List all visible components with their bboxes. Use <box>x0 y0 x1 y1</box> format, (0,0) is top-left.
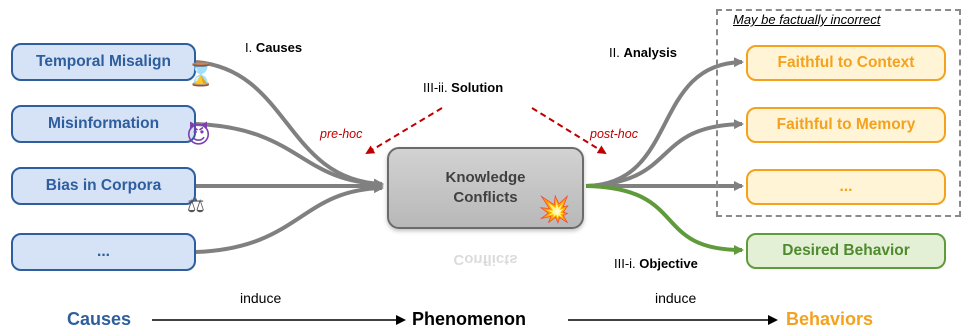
explosion-icon: 💥 <box>538 194 571 224</box>
knowledge-conflicts-box: Knowledge Conflicts <box>387 147 584 229</box>
scales-icon: ⚖ <box>187 195 205 217</box>
bottom-phenomenon: Phenomenon <box>412 309 527 329</box>
cause-temporal-misalign: Temporal Misalign <box>11 43 196 81</box>
behavior-faithful-to-context: Faithful to Context <box>746 45 946 81</box>
cause-label: Bias in Corpora <box>45 177 162 194</box>
behavior-ellipsis: ... <box>746 169 946 205</box>
causes-stage-label: I. Causes <box>245 40 303 55</box>
bottom-causes: Causes <box>67 309 132 329</box>
center-line-1: Knowledge <box>445 168 526 186</box>
behavior-label: Faithful to Memory <box>776 116 916 133</box>
arrow-post-hoc <box>531 107 607 155</box>
cause-label: Misinformation <box>47 115 160 132</box>
behavior-label: ... <box>839 178 853 195</box>
objective-stage-label: III-i. Objective <box>614 256 698 271</box>
hourglass-icon: ⌛ <box>187 62 215 87</box>
arrow-temporal <box>195 60 384 189</box>
arrow-context <box>585 57 744 188</box>
cause-label: ... <box>97 243 110 260</box>
arrow-pre-hoc <box>365 107 443 155</box>
bottom-behaviors: Behaviors <box>786 309 874 329</box>
desired-label: Desired Behavior <box>782 242 910 259</box>
center-line-2: Conflicts <box>453 189 518 206</box>
pre-hoc-label: pre-hoc <box>320 127 363 141</box>
arrow-ellipsis <box>195 183 384 254</box>
factually-incorrect-group <box>716 9 961 217</box>
factually-incorrect-note: May be factually incorrect <box>733 12 881 27</box>
cause-bias-in-corpora: Bias in Corpora <box>11 167 196 205</box>
smiling-devil-icon: 😈 <box>186 122 212 149</box>
behavior-faithful-to-memory: Faithful to Memory <box>746 107 946 143</box>
arrow-memory <box>585 119 744 188</box>
analysis-stage-label: II. Analysis <box>609 45 677 60</box>
cause-label: Temporal Misalign <box>36 53 171 70</box>
cause-ellipsis: ... <box>11 233 196 271</box>
cause-misinformation: Misinformation <box>11 105 196 143</box>
induce-label-1: induce <box>240 290 282 306</box>
post-hoc-label: post-hoc <box>590 127 638 141</box>
arrow-desired <box>585 184 744 255</box>
behavior-desired: Desired Behavior <box>746 233 946 269</box>
solution-stage-label: III-ii. Solution <box>423 80 504 95</box>
behavior-label: Faithful to Context <box>777 54 915 71</box>
knowledge-conflicts-reflection: Conflicts <box>453 251 518 268</box>
induce-label-2: induce <box>655 290 697 306</box>
arrow-misinformation <box>195 122 384 189</box>
